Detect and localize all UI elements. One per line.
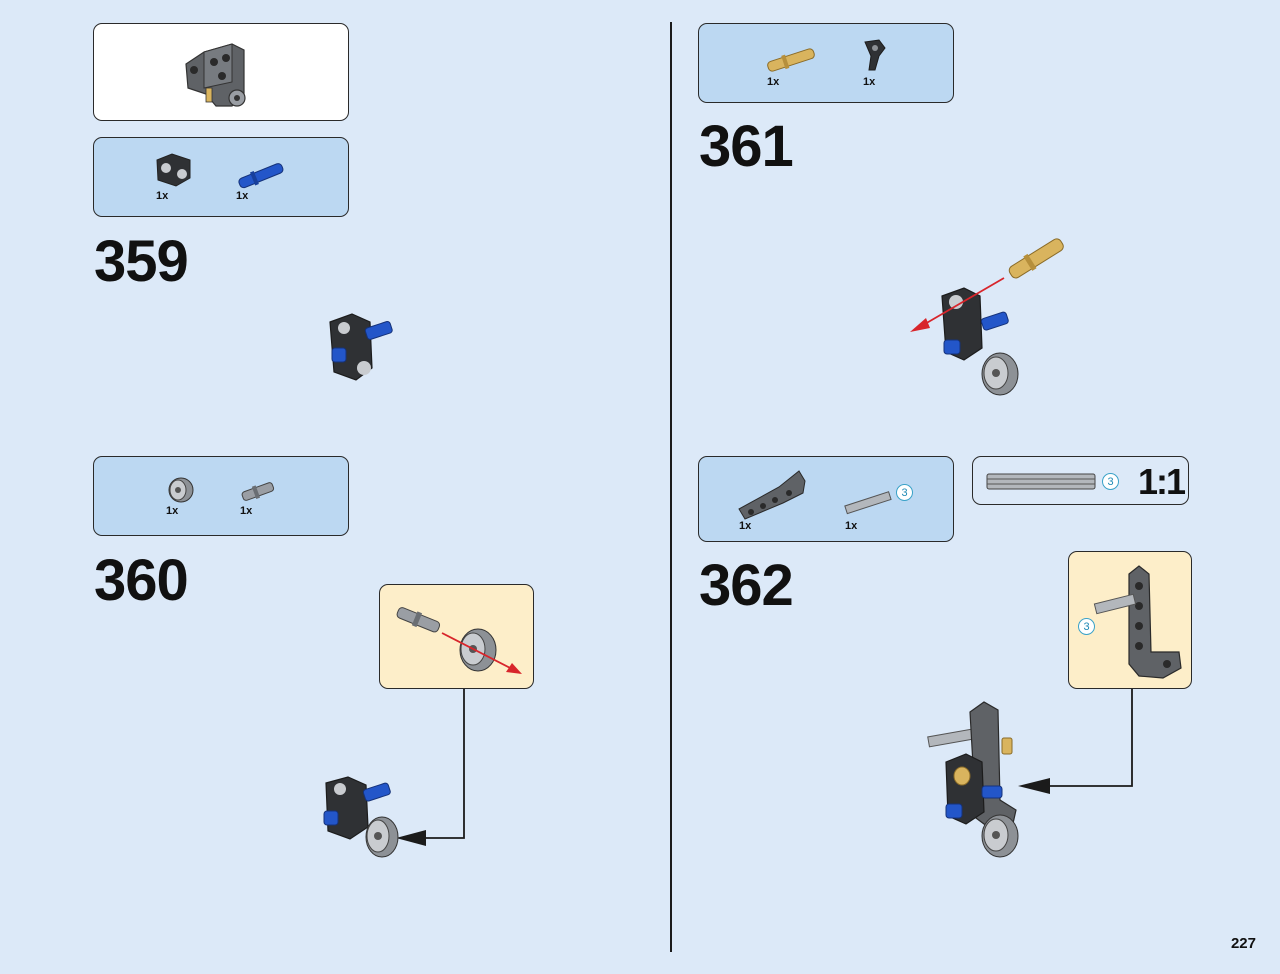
callout-axle-length-badge: 3 — [1078, 618, 1095, 635]
bent-beam-icon — [738, 470, 806, 520]
step-362-callout-illustration — [1093, 565, 1182, 679]
ruler-length-badge: 3 — [1102, 473, 1119, 490]
angle-connector-icon — [864, 39, 886, 71]
step-360-callout-illustration — [396, 607, 522, 674]
step-number-361: 361 — [699, 114, 794, 179]
page-divider — [670, 22, 672, 952]
step-361-parts-box: 1x 1x — [698, 23, 954, 103]
subassembly-model-illustration — [185, 43, 246, 107]
step-362-part-2-qty: 1x — [845, 520, 858, 532]
step-number-359: 359 — [94, 229, 189, 294]
grey-axle-icon — [844, 491, 892, 515]
step-361-part-2-qty: 1x — [863, 76, 876, 88]
blue-pin-icon — [238, 163, 284, 189]
step-361-model-illustration — [910, 238, 1064, 396]
step-362-model-illustration — [927, 701, 1019, 858]
step-362-parts-box: 3 1x 1x — [698, 456, 954, 542]
scale-label: 1:1 — [1138, 461, 1186, 502]
step-number-362: 362 — [699, 553, 794, 618]
step-359-model-illustration — [329, 313, 393, 381]
step-359-parts-illustration — [156, 153, 284, 189]
step-362-callout-box: 3 — [1068, 551, 1192, 689]
step-360-part-2-qty: 1x — [240, 505, 253, 517]
step-361-part-1-qty: 1x — [767, 76, 780, 88]
tan-pin-icon — [767, 48, 815, 72]
axle-ruler-illustration — [986, 473, 1096, 490]
step-360-parts-illustration — [168, 477, 275, 503]
step-360-part-1-qty: 1x — [166, 505, 179, 517]
page-number: 227 — [1230, 935, 1256, 952]
step-359-part-1-qty: 1x — [156, 190, 169, 202]
grey-pin-icon — [241, 482, 275, 501]
step-361-parts-illustration — [767, 39, 886, 72]
step-362-part-1-qty: 1x — [739, 520, 752, 532]
wheel-hub-icon — [168, 477, 194, 503]
step-360-model-illustration — [323, 776, 399, 858]
scale-ruler-box: 3 1:1 — [972, 456, 1189, 505]
subassembly-preview-box — [93, 23, 349, 121]
bush-block-icon — [156, 153, 191, 187]
axle-length-badge: 3 — [896, 484, 913, 501]
step-359-parts-box: 1x 1x — [93, 137, 349, 217]
step-362-parts-illustration — [738, 470, 892, 520]
step-360-parts-box: 1x 1x — [93, 456, 349, 536]
step-359-part-2-qty: 1x — [236, 190, 249, 202]
step-number-360: 360 — [94, 548, 189, 613]
step-360-callout-box — [379, 584, 534, 689]
